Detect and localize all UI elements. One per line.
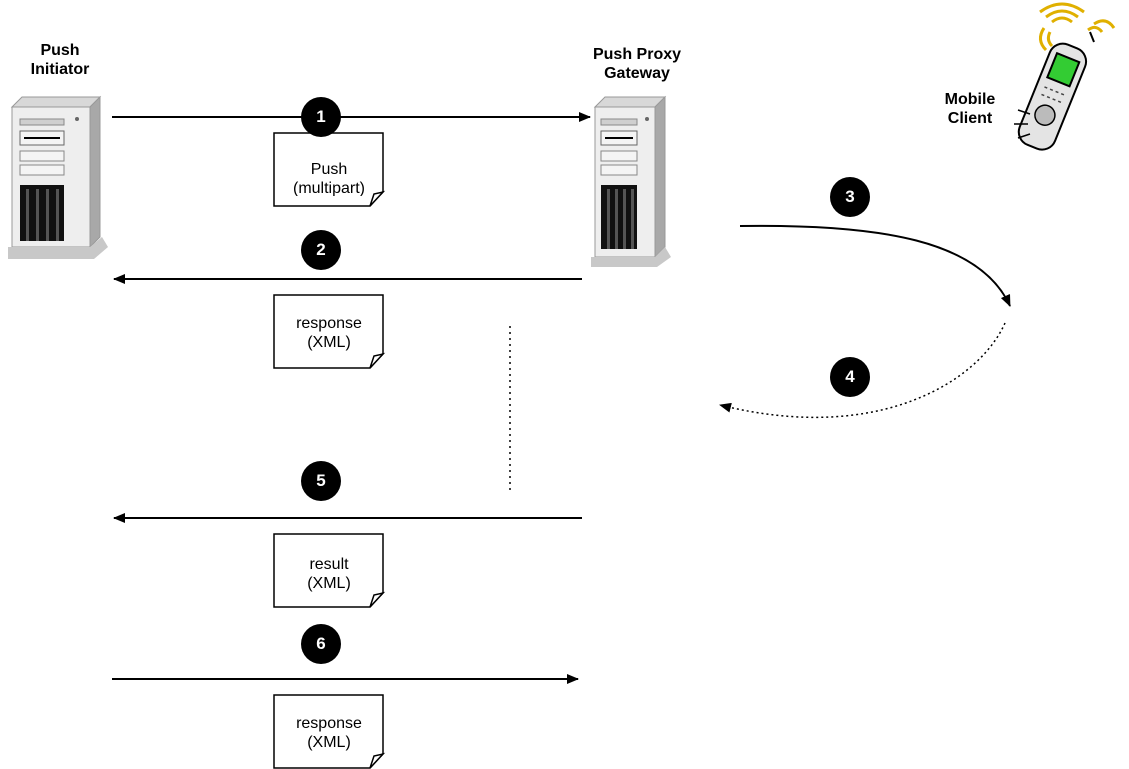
message-result-xml: result (XML) <box>307 556 351 592</box>
message-push-multipart: Push (multipart) <box>292 161 365 196</box>
mobile-client-label: Mobile Client <box>944 91 996 127</box>
mobile-phone-icon <box>1014 2 1116 151</box>
push-initiator-label: Push Initiator <box>30 42 90 78</box>
document-shape <box>273 694 386 769</box>
document-shape <box>273 132 386 207</box>
step-badge-6: 6 <box>301 624 341 664</box>
message-response-xml-2: response (XML) <box>296 715 362 751</box>
step-badge-5: 5 <box>301 461 341 501</box>
document-shape <box>273 533 386 608</box>
step-badge-2: 2 <box>301 230 341 270</box>
message-arrow-3 <box>739 224 1011 307</box>
step-badge-4: 4 <box>830 357 870 397</box>
step-badge-3: 3 <box>830 177 870 217</box>
message-response-xml-1: response (XML) <box>296 315 362 351</box>
document-shape <box>273 294 386 369</box>
message-arrow-4 <box>719 322 1006 419</box>
server-tower-icon <box>8 95 108 259</box>
push-proxy-gateway-label: Push Proxy Gateway <box>592 46 682 82</box>
step-badge-1: 1 <box>301 97 341 137</box>
server-tower-icon <box>591 95 671 267</box>
